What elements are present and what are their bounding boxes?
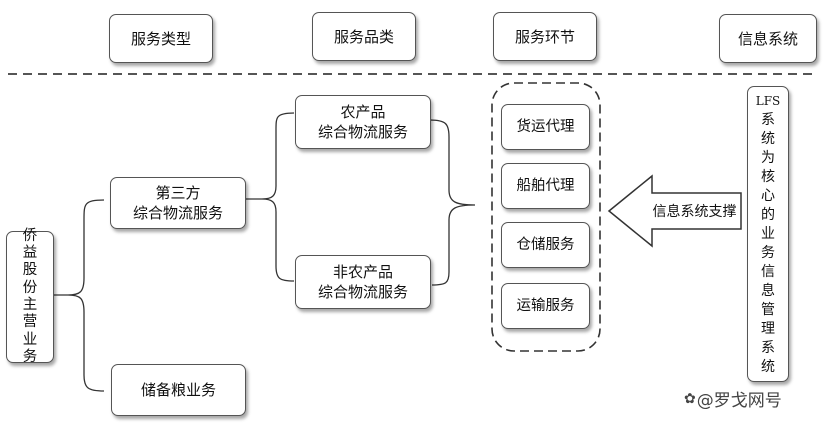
link-label: 仓储服务	[516, 237, 575, 253]
lfs-char: 管	[761, 301, 775, 318]
lfs-system-node: LFS 系 统 为 核 心 的 业 务 信 息 管 理 系 统	[747, 86, 789, 382]
lfs-char: 系	[761, 339, 775, 356]
header-service-category-label: 服务品类	[333, 27, 394, 46]
root-char: 务	[22, 348, 38, 365]
link-label: 运输服务	[516, 298, 575, 314]
root-char: 营	[22, 314, 38, 331]
header-info-system: 信息系统	[719, 14, 817, 63]
watermark-logo-icon: ✿	[684, 390, 696, 407]
link-bracket	[429, 119, 476, 286]
lfs-char: 理	[761, 320, 775, 337]
lfs-char: 核	[761, 168, 775, 185]
agri-line2: 综合物流服务	[317, 123, 408, 141]
root-char: 侨	[22, 227, 38, 244]
third-party-line2: 综合物流服务	[132, 204, 223, 222]
third-party-line1: 第三方	[155, 184, 201, 202]
category-bracket	[246, 112, 295, 282]
watermark-text: @罗戈网号	[696, 391, 782, 411]
grain-reserve-label: 储备粮业务	[140, 381, 216, 399]
root-char: 业	[22, 331, 38, 348]
root-char: 益	[22, 245, 38, 262]
support-arrow-text: 信息系统支撑	[652, 204, 737, 220]
lfs-char: 业	[761, 225, 775, 242]
link-shipping-agency: 船舶代理	[501, 163, 590, 209]
non-agri-line1: 非农产品	[332, 263, 393, 281]
lfs-char: LFS	[755, 93, 781, 108]
header-info-system-label: 信息系统	[737, 29, 798, 48]
root-char: 份	[22, 279, 38, 296]
header-service-type: 服务类型	[109, 14, 213, 63]
non-agri-line2: 综合物流服务	[317, 283, 408, 301]
watermark: ✿ @罗戈网号	[684, 386, 782, 412]
third-party-logistics-node: 第三方 综合物流服务	[110, 177, 246, 229]
lfs-char: 统	[761, 130, 775, 147]
link-label: 货运代理	[516, 119, 575, 135]
root-bracket	[54, 199, 105, 392]
support-arrow	[607, 174, 742, 248]
lfs-char: 为	[761, 149, 775, 166]
link-transport: 运输服务	[501, 283, 590, 329]
header-service-type-label: 服务类型	[130, 29, 191, 48]
service-link-container	[491, 82, 601, 352]
non-agri-logistics-node: 非农产品 综合物流服务	[295, 255, 431, 309]
lfs-char: 务	[761, 244, 775, 261]
lfs-char: 的	[761, 206, 775, 223]
header-service-link-label: 服务环节	[514, 27, 575, 46]
grain-reserve-node: 储备粮业务	[111, 364, 246, 416]
root-node: 侨 益 股 份 主 营 业 务	[6, 227, 54, 365]
link-label: 船舶代理	[516, 178, 575, 194]
header-service-category: 服务品类	[312, 12, 416, 61]
agri-line1: 农产品	[340, 103, 386, 121]
lfs-char: 系	[761, 111, 775, 128]
header-service-link: 服务环节	[493, 12, 597, 61]
lfs-char: 息	[761, 282, 775, 299]
lfs-char: 心	[761, 187, 775, 204]
support-arrow-label: 信息系统支撑	[648, 193, 741, 229]
lfs-char: 统	[761, 358, 775, 375]
link-freight-forwarding: 货运代理	[501, 104, 590, 150]
agri-logistics-node: 农产品 综合物流服务	[295, 95, 431, 149]
link-warehousing: 仓储服务	[501, 222, 590, 268]
root-char: 主	[22, 297, 38, 313]
lfs-char: 信	[761, 263, 775, 280]
root-char: 股	[22, 262, 38, 279]
